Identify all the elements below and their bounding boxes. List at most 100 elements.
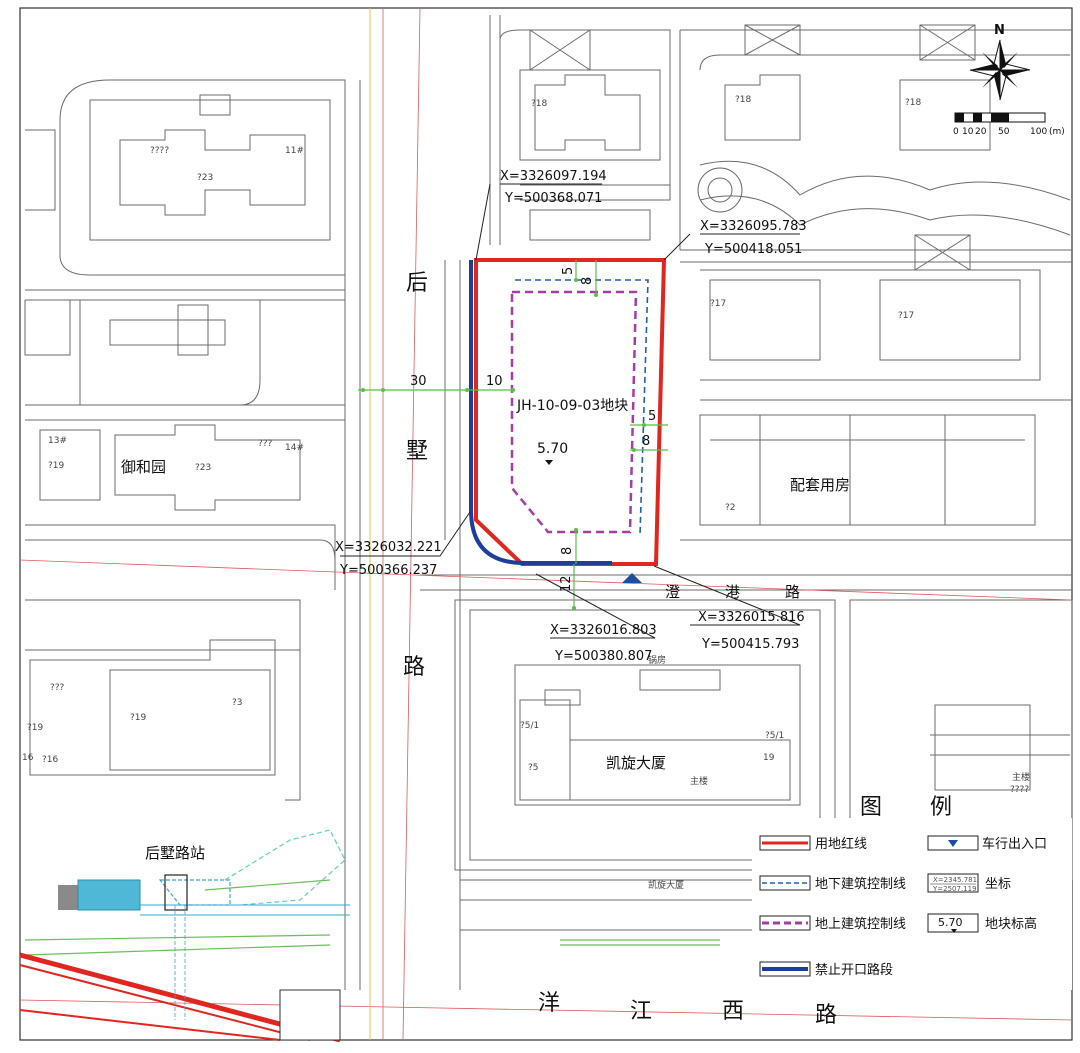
road-yangjiang-char1: 洋 <box>538 991 560 1016</box>
legend-label-coordinate: 坐标 <box>985 877 1011 892</box>
parcel-elevation-label: 5.70 <box>537 441 568 457</box>
scale-tick-50: 50 <box>998 127 1010 137</box>
minor-label: ??? <box>50 683 65 693</box>
legend-title-char2: 例 <box>930 795 952 820</box>
minor-label: ??? <box>258 439 273 449</box>
legend-label-no-opening: 禁止开口路段 <box>815 962 893 978</box>
coord-s-y: Y=500380.807 <box>554 649 652 664</box>
vehicle-entrance-icon <box>948 840 958 847</box>
minor-label: 14# <box>285 443 304 453</box>
legend-title-char1: 图 <box>860 795 882 820</box>
minor-label: ?23 <box>195 463 211 473</box>
scale-tick-100: 100 <box>1030 127 1047 137</box>
road-chenggang-char3: 路 <box>785 583 800 601</box>
coord-se-x: X=3326015.816 <box>698 610 805 625</box>
vehicle-entrance-marker <box>622 573 642 583</box>
scale-ticks: 0 10 20 50 100 (m) <box>953 127 1065 137</box>
legend-label-underground: 地下建筑控制线 <box>815 876 906 892</box>
road-houshu-char1: 后 <box>406 271 428 296</box>
dim-top-inner: 5 <box>561 267 576 275</box>
legend-coord-sample-x: X=2345.781 <box>933 876 977 884</box>
dim-top-outer: 8 <box>580 277 595 285</box>
coord-nw-y: Y=500368.071 <box>504 191 602 206</box>
minor-label: ?16 <box>42 755 59 765</box>
minor-label: ?5/1 <box>520 721 539 731</box>
minor-label: 19 <box>763 753 775 763</box>
dim-road-width: 30 <box>410 374 427 389</box>
coord-nw-x: X=3326097.194 <box>500 169 607 184</box>
aboveground-control-line <box>510 290 638 534</box>
coord-se-y: Y=500415.793 <box>701 637 799 652</box>
minor-label: 主楼 <box>690 775 708 787</box>
coord-s-x: X=3326016.803 <box>550 623 657 638</box>
legend-label-red-line: 用地红线 <box>815 836 867 852</box>
green-paths <box>24 879 720 956</box>
building-station: 后墅路站 <box>145 844 205 862</box>
dim-bottom-inner: 8 <box>560 547 575 555</box>
minor-label: ?18 <box>735 95 752 105</box>
building-kaixuan: 凯旋大厦 <box>606 754 666 772</box>
legend: 图 例 用地红线 车行出入口 地下建筑控制线 X=2345.781 Y=2507… <box>752 795 1072 990</box>
minor-label: ?17 <box>898 311 914 321</box>
grid-lines <box>19 7 1073 1041</box>
minor-label: ???? <box>150 146 169 156</box>
legend-label-elevation: 地块标高 <box>985 916 1037 932</box>
minor-labels: ?18 ?18 ?18 ?23 11# ?23 14# 13# ?19 ?17 … <box>22 95 1030 891</box>
minor-label: ???? <box>1010 785 1029 795</box>
coord-sw-y: Y=500366.237 <box>339 563 437 578</box>
coord-sw-x: X=3326032.221 <box>335 540 442 555</box>
minor-label: 锅房 <box>648 654 666 666</box>
dim-right-inner: 5 <box>648 409 656 424</box>
elevation-marker <box>545 460 553 465</box>
legend-coord-sample-y: Y=2507.119 <box>932 885 977 893</box>
road-yangjiang-char4: 路 <box>815 1003 837 1028</box>
minor-label: ?2 <box>725 503 736 513</box>
minor-label: ?18 <box>905 98 922 108</box>
minor-label: ?5 <box>528 763 539 773</box>
parcel-code-label: JH-10-09-03地块 <box>516 398 628 414</box>
scale-bar <box>954 112 1046 123</box>
building-yuheyuan: 御和园 <box>121 458 166 476</box>
scale-tick-20: 20 <box>975 127 987 137</box>
dimension-lines <box>358 260 668 610</box>
coord-ne-x: X=3326095.783 <box>700 219 807 234</box>
dim-bottom-outer: 12 <box>559 575 574 592</box>
road-yangjiang-char2: 江 <box>630 999 652 1024</box>
dim-right-outer: 8 <box>642 434 650 449</box>
building-peitao: 配套用房 <box>790 476 850 494</box>
minor-label: ?17 <box>710 299 726 309</box>
dimension-ticks <box>361 278 646 610</box>
scale-tick-10: 10 <box>962 127 974 137</box>
dim-west-setback: 10 <box>486 374 503 389</box>
minor-label: ?5/1 <box>765 731 784 741</box>
minor-label: 16 <box>22 753 34 763</box>
minor-label: ?23 <box>197 173 213 183</box>
scale-tick-0: 0 <box>953 127 959 137</box>
coordinate-leaders <box>340 183 801 639</box>
minor-label: ?19 <box>130 713 147 723</box>
minor-label: 凯旋大厦 <box>648 879 684 891</box>
road-chenggang-char1: 澄 <box>665 583 680 601</box>
north-label: N <box>994 23 1005 38</box>
north-arrow-icon <box>969 39 1031 101</box>
road-houshu-char2: 墅 <box>406 439 428 464</box>
minor-label: 13# <box>48 436 67 446</box>
legend-elevation-sample: 5.70 <box>938 916 963 929</box>
map-frame <box>19 7 1073 1041</box>
minor-label: 11# <box>285 146 304 156</box>
minor-label: ?19 <box>48 461 65 471</box>
minor-label: 主楼 <box>1012 771 1030 783</box>
minor-label: ?3 <box>232 698 243 708</box>
minor-label: ?18 <box>531 99 548 109</box>
corner-box <box>279 989 341 1041</box>
coord-ne-y: Y=500418.051 <box>704 242 802 257</box>
scale-unit: (m) <box>1049 127 1065 137</box>
minor-label: ?19 <box>27 723 44 733</box>
no-opening-road-segment <box>469 260 612 565</box>
legend-label-entrance: 车行出入口 <box>982 836 1047 852</box>
road-yangjiang-char3: 西 <box>722 999 744 1024</box>
road-chenggang-char2: 港 <box>725 583 740 601</box>
legend-label-aboveground: 地上建筑控制线 <box>815 916 906 932</box>
background-linework <box>24 15 1073 990</box>
road-houshu-char3: 路 <box>403 655 425 680</box>
